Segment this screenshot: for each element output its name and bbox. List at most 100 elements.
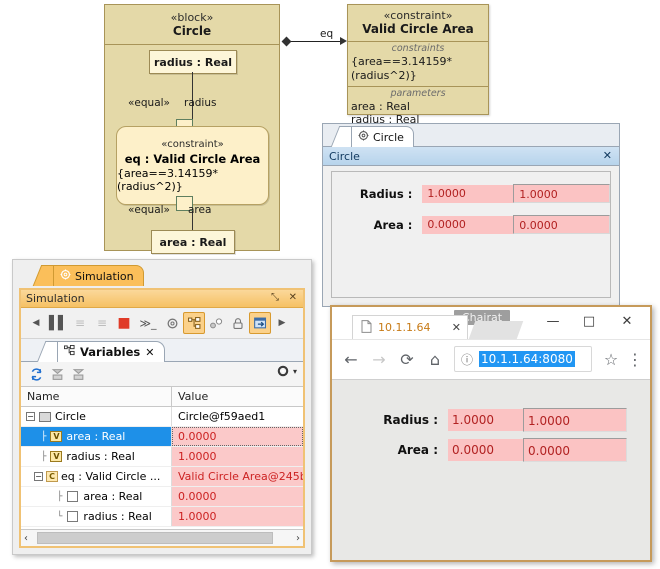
browser-tab[interactable]: 10.1.1.64 ✕ — [352, 315, 468, 339]
home-button[interactable]: ⌂ — [422, 346, 448, 372]
tab-close-icon[interactable]: ✕ — [452, 321, 461, 334]
scroll-left-button[interactable]: ‹ — [24, 533, 28, 544]
breakpoint-button[interactable] — [205, 312, 227, 334]
table-row[interactable]: − C eq : Valid Circle ... Valid Circle A… — [21, 467, 303, 487]
step-over-button[interactable]: ≡ — [91, 312, 113, 334]
collapse-all-button[interactable] — [68, 364, 89, 384]
page-area-input[interactable]: 0.0000 — [523, 438, 627, 462]
close-button[interactable]: ✕ — [614, 310, 640, 332]
pause-button[interactable]: ▌▌ — [47, 312, 69, 334]
chevron-down-icon[interactable]: ▾ — [293, 367, 297, 376]
reload-button[interactable]: ⟳ — [394, 346, 420, 372]
row-name-cell[interactable]: ├ area : Real — [21, 487, 172, 506]
tree-branch-icon: ├ — [57, 492, 62, 502]
browser-window[interactable]: Chairat — □ ✕ 10.1.1.64 ✕ ← → ⟳ ⌂ ⓘ 10.1… — [330, 305, 652, 562]
maximize-button[interactable]: □ — [576, 310, 602, 332]
constraints-compartment-label: constraints — [351, 43, 485, 55]
page-radius-label: Radius : — [366, 413, 448, 427]
stop-button[interactable]: ■ — [113, 312, 135, 334]
breakpoint-icon — [209, 317, 223, 330]
table-row[interactable]: − Circle Circle@f59aed1 — [21, 407, 303, 427]
page-info-icon[interactable]: ⓘ — [461, 351, 473, 368]
column-header-value: Value — [172, 387, 303, 406]
area-input[interactable]: 0.0000 — [513, 215, 610, 234]
circle-panel-window[interactable]: Circle Circle ✕ Radius : 1.0000 1.0000 A… — [322, 123, 620, 307]
table-row[interactable]: └ radius : Real 1.0000 — [21, 507, 303, 527]
row-name-cell[interactable]: ├ V area : Real — [21, 427, 172, 446]
connector-radius-line — [192, 72, 193, 119]
constraint-property-stereotype: «constraint» — [161, 138, 224, 151]
url-text[interactable]: 10.1.1.64:8080 — [479, 351, 575, 367]
object-icon — [39, 412, 51, 422]
horizontal-scrollbar[interactable]: ‹ › — [21, 529, 303, 546]
prev-arrow-button[interactable]: ◀ — [25, 312, 47, 334]
circle-panel-row-radius: Radius : 1.0000 1.0000 — [350, 184, 610, 203]
page-radius-input[interactable]: 1.0000 — [523, 408, 627, 432]
radius-input[interactable]: 1.0000 — [513, 184, 610, 203]
settings-gear-button[interactable] — [161, 312, 183, 334]
simulation-window[interactable]: Simulation Simulation ⤡ ✕ ◀ ▌▌ ≡ ≡ ■ ≫_ — [12, 259, 312, 555]
scrollbar-thumb[interactable] — [37, 532, 273, 544]
external-window-icon — [254, 317, 267, 330]
row-name-cell[interactable]: − Circle — [21, 407, 172, 426]
table-row[interactable]: ├ V area : Real 0.0000 — [21, 427, 303, 447]
lock-button[interactable] — [227, 312, 249, 334]
tab-simulation[interactable]: Simulation — [53, 265, 144, 286]
tab-simulation-label: Simulation — [75, 270, 134, 283]
browser-menu-icon[interactable]: ⋮ — [626, 346, 644, 372]
bookmark-star-icon[interactable]: ☆ — [598, 346, 624, 372]
row-value-cell[interactable]: Circle@f59aed1 — [172, 407, 303, 426]
block-circle-header: «block» Circle — [105, 5, 279, 45]
variables-toolbar: ▾ — [21, 362, 303, 387]
row-label: area : Real — [66, 430, 125, 443]
step-into-button[interactable]: ≡ — [69, 312, 91, 334]
connector-arrowhead — [340, 37, 347, 45]
row-value-cell[interactable]: 1.0000 — [172, 447, 303, 466]
forward-button[interactable]: → — [366, 346, 392, 372]
back-button[interactable]: ← — [338, 346, 364, 372]
table-row[interactable]: ├ area : Real 0.0000 — [21, 487, 303, 507]
property-area[interactable]: area : Real — [151, 230, 235, 254]
page-area-label: Area : — [366, 443, 448, 457]
expand-all-button[interactable] — [47, 364, 68, 384]
browser-titlebar: Chairat — □ ✕ 10.1.1.64 ✕ — [332, 307, 650, 339]
next-arrow-button[interactable]: ▶ — [271, 312, 293, 334]
circle-panel-row-area: Area : 0.0000 0.0000 — [350, 215, 610, 234]
console-button[interactable]: ≫_ — [135, 312, 161, 334]
tree-branch-icon: ├ — [41, 452, 46, 462]
scroll-right-button[interactable]: › — [296, 533, 300, 544]
open-external-window-button[interactable] — [249, 312, 271, 334]
row-label: Circle — [55, 410, 86, 423]
refresh-button[interactable] — [26, 364, 47, 384]
expander-icon[interactable]: − — [26, 412, 35, 421]
close-icon[interactable]: ✕ — [603, 149, 612, 162]
new-tab-area[interactable] — [469, 321, 524, 339]
table-row[interactable]: ├ V radius : Real 1.0000 — [21, 447, 303, 467]
gear-icon — [166, 317, 179, 330]
maximize-icon[interactable]: ⤡ — [271, 292, 279, 303]
browser-page-content: Radius : 1.0000 1.0000 Area : 0.0000 0.0… — [332, 379, 650, 560]
tab-circle[interactable]: Circle — [351, 126, 414, 147]
row-value-cell[interactable]: 0.0000 — [172, 487, 303, 506]
row-name-cell[interactable]: └ radius : Real — [21, 507, 172, 526]
expander-icon[interactable]: − — [34, 472, 43, 481]
variables-toggle-button[interactable] — [183, 312, 205, 334]
row-value-cell[interactable]: Valid Circle Area@245b5bc — [172, 467, 303, 486]
close-icon[interactable]: ✕ — [289, 292, 297, 303]
tab-circle-label: Circle — [373, 131, 404, 144]
variables-options[interactable]: ▾ — [276, 364, 297, 378]
row-value-cell[interactable]: 1.0000 — [172, 507, 303, 526]
tab-variables[interactable]: Variables ✕ — [57, 341, 165, 362]
row-name-cell[interactable]: − C eq : Valid Circle ... — [21, 467, 172, 486]
minimize-button[interactable]: — — [540, 310, 566, 332]
close-icon[interactable]: ✕ — [145, 346, 154, 359]
equal-label-bottom: «equal» — [128, 204, 170, 216]
constraint-block-valid-circle-area[interactable]: «constraint» Valid Circle Area constrain… — [347, 4, 489, 115]
address-bar[interactable]: ⓘ 10.1.1.64:8080 — [454, 346, 592, 372]
area-display-value: 0.0000 — [422, 216, 513, 234]
row-name-cell[interactable]: ├ V radius : Real — [21, 447, 172, 466]
property-radius[interactable]: radius : Real — [149, 50, 237, 74]
gear-icon — [276, 364, 290, 378]
row-value-cell[interactable]: 0.0000 — [172, 427, 303, 446]
constraint-property-eq[interactable]: «constraint» eq : Valid Circle Area {are… — [116, 126, 269, 205]
